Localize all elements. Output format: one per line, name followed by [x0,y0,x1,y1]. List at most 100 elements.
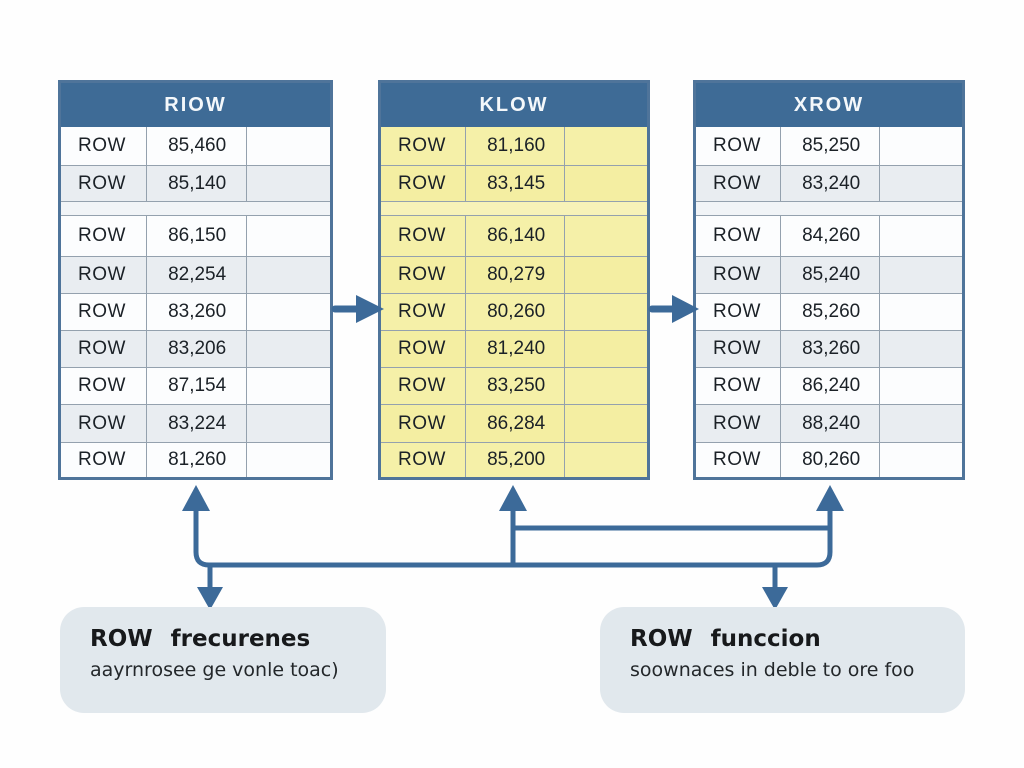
row-label-cell: ROW [61,405,148,442]
row-value-cell: 80,260 [781,443,880,477]
row-label-cell: ROW [381,166,467,201]
row-value-cell: 84,260 [781,216,880,256]
row-empty-cell [880,257,962,293]
row-label-cell: ROW [696,294,782,330]
row-empty-cell [880,127,962,165]
row-label-cell: ROW [61,216,148,256]
row-value-cell: 88,240 [781,405,880,442]
row-empty-cell [247,368,330,404]
row-empty-cell [880,294,962,330]
row-label-cell: ROW [381,405,467,442]
row-empty-cell [565,216,647,256]
arrow-up-icon [182,485,210,511]
row-value-cell: 82,254 [147,257,247,293]
row-empty-cell [880,443,962,477]
row-label-cell: ROW [61,257,148,293]
row-value-cell: 83,260 [147,294,247,330]
row-empty-cell [880,166,962,201]
row-label-cell: ROW [381,331,467,367]
callout-row-funccion: ROW funccion soownaces in deble to ore f… [600,607,965,713]
row-label-cell: ROW [696,166,782,201]
row-value-cell: 80,279 [466,257,565,293]
row-value-cell: 83,206 [147,331,247,367]
row-value-cell: 83,224 [147,405,247,442]
row-value-cell: 86,150 [147,216,247,256]
row-value-cell: 87,154 [147,368,247,404]
row-label-cell: ROW [61,294,148,330]
row-label-cell: ROW [61,166,148,201]
row-empty-cell [880,368,962,404]
row-label-cell: ROW [61,443,148,477]
row-label-cell: ROW [696,127,782,165]
row-value-cell: 81,240 [466,331,565,367]
row-value-cell: 86,284 [466,405,565,442]
arrow-up-icon [816,485,844,511]
row-empty-cell [247,257,330,293]
row-value-cell: 83,260 [781,331,880,367]
row-value-cell: 83,250 [466,368,565,404]
row-empty-cell [565,127,647,165]
row-label-cell: ROW [696,331,782,367]
row-label-cell: ROW [61,368,148,404]
row-label-cell: ROW [696,257,782,293]
arrow-up-icon [499,485,527,511]
row-gap-divider [381,202,647,216]
row-label-cell: ROW [61,127,148,165]
row-empty-cell [880,216,962,256]
row-label-cell: ROW [696,405,782,442]
row-empty-cell [565,368,647,404]
row-value-cell: 85,240 [781,257,880,293]
callout-row-frecurenes: ROW frecurenes aayrnrosee ge vonle toac) [60,607,386,713]
row-value-cell: 86,140 [466,216,565,256]
row-label-cell: ROW [381,257,467,293]
callout-title: ROW frecurenes [90,626,311,652]
row-label-cell: ROW [696,216,782,256]
connector-rail-lower [193,504,833,568]
row-empty-cell [565,331,647,367]
row-label-cell: ROW [381,216,467,256]
row-label-cell: ROW [381,127,467,165]
row-value-cell: 85,260 [781,294,880,330]
row-label-cell: ROW [381,294,467,330]
row-gap-divider [696,202,962,216]
callout-title: ROW funccion [630,626,821,652]
row-label-cell: ROW [381,443,467,477]
row-value-cell: 81,260 [147,443,247,477]
row-empty-cell [880,331,962,367]
row-empty-cell [565,257,647,293]
row-value-cell: 83,240 [781,166,880,201]
row-empty-cell [565,294,647,330]
row-value-cell: 85,200 [466,443,565,477]
row-value-cell: 81,160 [466,127,565,165]
row-label-cell: ROW [696,443,782,477]
row-value-cell: 85,140 [147,166,247,201]
